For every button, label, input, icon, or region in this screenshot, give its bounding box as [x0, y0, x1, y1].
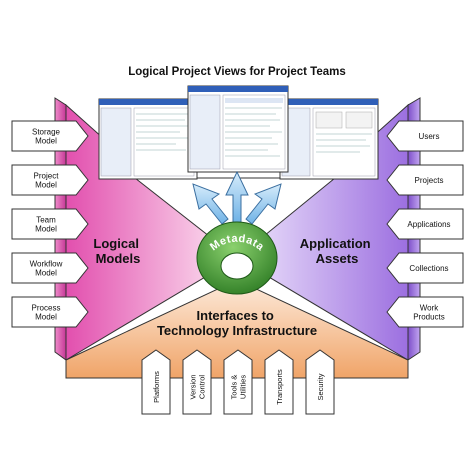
- interface-box-version-control: VersionControl: [182, 349, 212, 415]
- item-label: VersionControl: [189, 374, 207, 399]
- asset-box-collections: Collections: [386, 252, 464, 284]
- interfaces-list: Platforms VersionControl Tools &Utilities T…: [141, 349, 335, 415]
- interface-box-platforms: Platforms: [141, 349, 171, 415]
- arrow-up-center: [225, 170, 249, 223]
- item-label: Security: [316, 373, 325, 400]
- asset-box-applications: Applications: [386, 208, 464, 240]
- item-label: Users: [419, 132, 440, 141]
- arrow-up-right: [245, 183, 282, 225]
- project-view-screenshots: [98, 85, 379, 180]
- diagram-title: Logical Project Views for Project Teams: [128, 66, 346, 78]
- arrow-up-left: [192, 183, 229, 225]
- application-assets-list: UsersProjectsApplicationsCollectionsWork…: [386, 120, 464, 328]
- logical-models-heading: Logical Models: [93, 236, 142, 266]
- item-label: Projects: [415, 176, 444, 185]
- screenshot-thumbnail-center: [187, 85, 289, 173]
- item-label: Platforms: [152, 371, 161, 403]
- screenshot-thumbnail-left: [98, 98, 198, 180]
- interface-box-security: Security: [305, 349, 335, 415]
- interface-box-tools-utilities: Tools &Utilities: [223, 349, 253, 415]
- application-assets-heading: Application Assets: [300, 236, 374, 266]
- item-label: Applications: [407, 220, 450, 229]
- metadata-arrows: [192, 170, 282, 225]
- interface-box-transports: Transports: [264, 349, 294, 415]
- asset-box-users: Users: [386, 120, 464, 152]
- interfaces-heading: Interfaces to Technology Infrastructure: [157, 308, 317, 338]
- screenshot-thumbnail-right: [279, 98, 379, 180]
- item-label: Tools &Utilities: [230, 375, 248, 400]
- item-label: Transports: [275, 369, 284, 405]
- asset-box-projects: Projects: [386, 164, 464, 196]
- item-label: Collections: [409, 264, 448, 273]
- metadata-ring: Metadata: [196, 221, 278, 295]
